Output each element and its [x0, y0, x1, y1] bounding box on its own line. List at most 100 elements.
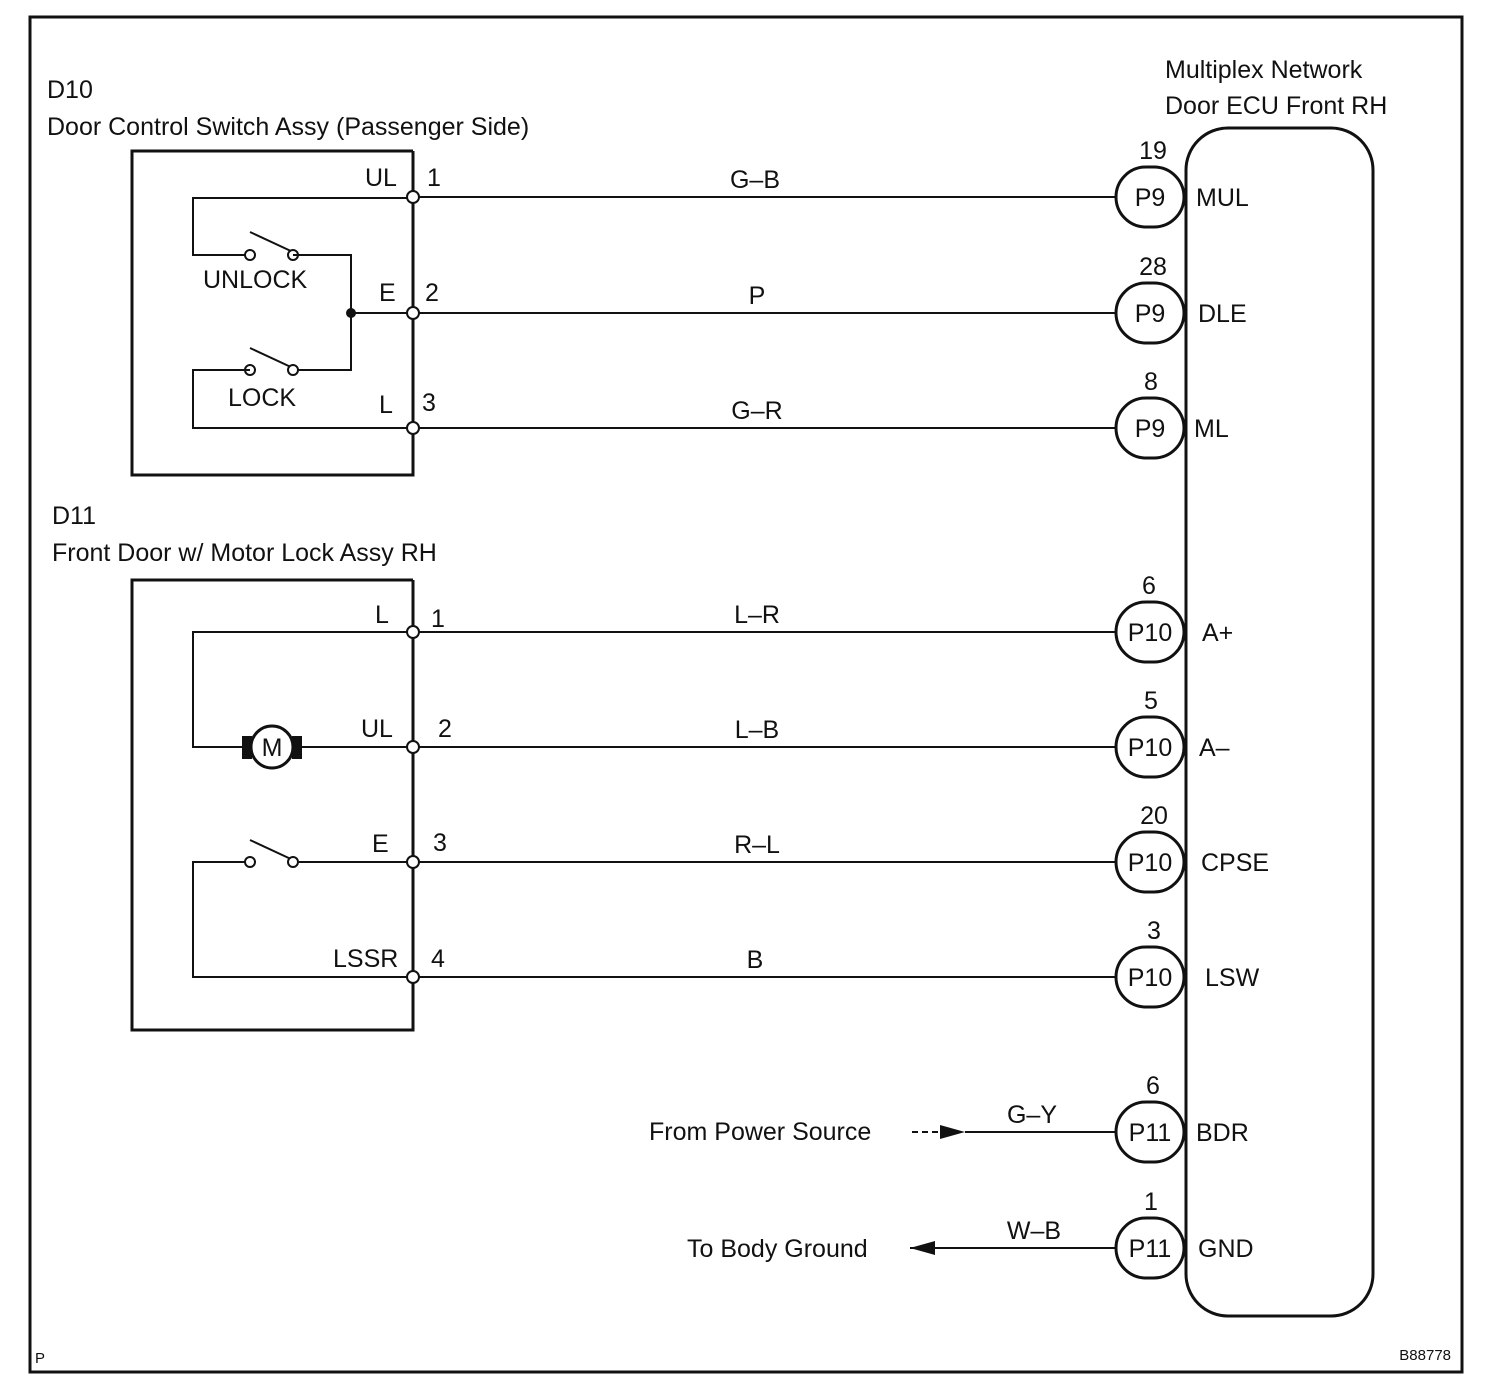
- connector-code: P9: [1135, 184, 1166, 212]
- ecu-terminal-label: GND: [1198, 1235, 1254, 1263]
- d11-terminal-num: 3: [433, 829, 447, 857]
- d11-name: Front Door w/ Motor Lock Assy RH: [52, 539, 437, 567]
- connector-pin: [1114, 281, 1186, 345]
- position-switch: [192, 839, 413, 978]
- motor-label: M: [262, 734, 283, 762]
- d10-code: D10: [47, 76, 93, 104]
- d10-terminal-num: 1: [427, 164, 441, 192]
- d11-terminal-num: 1: [431, 605, 445, 633]
- connector-pin: [1114, 600, 1186, 664]
- pin-number: 1: [1144, 1188, 1158, 1216]
- ecu-terminal-label: DLE: [1198, 300, 1247, 328]
- pin-number: 19: [1139, 137, 1167, 165]
- terminal-node: [406, 190, 420, 204]
- body-ground-label: To Body Ground: [687, 1235, 868, 1263]
- ecu-box: [1184, 126, 1375, 1318]
- d11-box: [130, 578, 415, 1032]
- d11-terminal-num: 2: [438, 715, 452, 743]
- connector-pin: [1114, 1100, 1186, 1164]
- connector-code: P10: [1128, 619, 1172, 647]
- ecu-pin-row: L–B P10 5A–: [406, 687, 1230, 779]
- wire-color-label: G–B: [730, 166, 780, 194]
- unlock-switch: UNLOCK: [192, 197, 413, 371]
- pin-number: 6: [1146, 1072, 1160, 1100]
- ecu-terminal-label: ML: [1194, 415, 1229, 443]
- pin-number: 3: [1147, 917, 1161, 945]
- connector-pin: [1114, 165, 1186, 229]
- connector-pin: [1114, 830, 1186, 894]
- connector-pin: [1114, 1216, 1186, 1280]
- pin-number: 6: [1142, 572, 1156, 600]
- connector-pin: [1114, 715, 1186, 779]
- d10-terminal-num: 3: [422, 389, 436, 417]
- connector-code: P11: [1129, 1235, 1172, 1263]
- d10-terminal-label: UL: [365, 164, 397, 192]
- d11-terminal-label: UL: [361, 715, 393, 743]
- ecu-pins: G–BP919MULPP928DLEG–RP98MLL–RP106A+L–BP1…: [406, 137, 1269, 1280]
- d10-box: [130, 149, 415, 477]
- d10-terminal-num: 2: [425, 279, 439, 307]
- wire-color-label: G–Y: [1007, 1101, 1057, 1129]
- wire-color-label: G–R: [731, 397, 782, 425]
- d11-terminal-label: E: [372, 830, 389, 858]
- connector-code: P9: [1135, 300, 1166, 328]
- d10-name: Door Control Switch Assy (Passenger Side…: [47, 113, 529, 141]
- figure-code: B88778: [1399, 1347, 1451, 1364]
- arrow-right-icon: [940, 1125, 965, 1139]
- terminal-node: [406, 306, 420, 320]
- lock-switch: LOCK: [192, 347, 413, 429]
- d11-terminal-label: L: [375, 601, 389, 629]
- junction-dot: [346, 308, 356, 318]
- power-source: From Power Source: [649, 1118, 965, 1146]
- arrow-left-icon: [910, 1241, 935, 1255]
- lock-label: LOCK: [228, 384, 296, 412]
- ecu-pin-row: L–R P10 6A+: [406, 572, 1233, 664]
- wire-color-label: B: [747, 946, 764, 974]
- terminal-node: [406, 970, 420, 984]
- d10-terminal-label: L: [379, 391, 393, 419]
- connector-code: P11: [1129, 1119, 1172, 1147]
- d10-component: D10 Door Control Switch Assy (Passenger …: [47, 76, 529, 477]
- pin-number: 28: [1139, 253, 1167, 281]
- wire-color-label: W–B: [1007, 1217, 1061, 1245]
- connector-code: P10: [1128, 849, 1172, 877]
- d11-component: D11 Front Door w/ Motor Lock Assy RH M L…: [52, 502, 452, 1032]
- ecu-terminal-label: A–: [1199, 734, 1230, 762]
- connector-pin: [1114, 945, 1186, 1009]
- connector-code: P9: [1135, 415, 1166, 443]
- connector-code: P10: [1128, 964, 1172, 992]
- wire-color-label: R–L: [734, 831, 780, 859]
- terminal-node: [406, 740, 420, 754]
- wire-color-label: L–B: [735, 716, 779, 744]
- ecu-terminal-label: BDR: [1196, 1119, 1249, 1147]
- wire-color-label: L–R: [734, 601, 780, 629]
- connector-pin: [1114, 396, 1186, 460]
- ecu-component: Multiplex Network Door ECU Front RH: [1165, 56, 1387, 1318]
- pin-number: 20: [1140, 802, 1168, 830]
- motor-wire: [192, 631, 413, 748]
- unlock-label: UNLOCK: [203, 266, 308, 294]
- d10-terminal-label: E: [379, 279, 396, 307]
- pin-number: 5: [1144, 687, 1158, 715]
- ecu-terminal-label: A+: [1202, 619, 1233, 647]
- ecu-terminal-label: MUL: [1196, 184, 1249, 212]
- corner-letter: P: [35, 1350, 45, 1367]
- terminal-node: [406, 855, 420, 869]
- ecu-terminal-label: LSW: [1205, 964, 1260, 992]
- ecu-terminal-label: CPSE: [1201, 849, 1269, 877]
- wire-color-label: P: [749, 282, 766, 310]
- d11-code: D11: [52, 502, 96, 530]
- pin-number: 8: [1144, 368, 1158, 396]
- ecu-pin-row: G–R P9 8ML: [406, 368, 1229, 460]
- ecu-title-line1: Multiplex Network: [1165, 56, 1363, 84]
- diagram-frame: [28, 15, 1464, 1374]
- power-source-label: From Power Source: [649, 1118, 871, 1146]
- terminal-node: [406, 625, 420, 639]
- connector-code: P10: [1128, 734, 1172, 762]
